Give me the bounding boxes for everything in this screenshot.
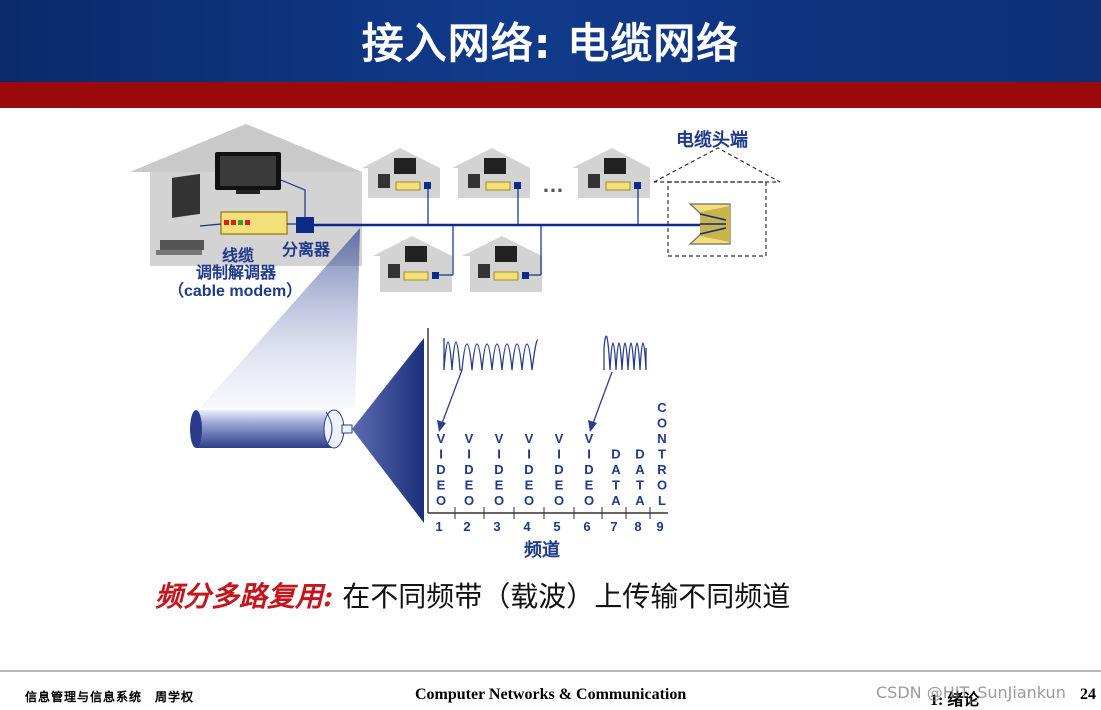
neighbor-house-2 [452,148,530,225]
watermark: CSDN @HIT_SunJiankun [876,683,1066,702]
spectrum-beam [352,338,424,523]
wave-low-freq [443,338,462,371]
channel-number: 2 [463,519,470,534]
coax-cable-icon [190,409,353,449]
neighbor-house-5 [462,225,542,292]
channel-number: 9 [656,519,663,534]
title-bar [0,0,1101,82]
zoom-beam [200,228,360,408]
pc-icon [156,173,204,255]
caption-text: 在不同频带（载波）上传输不同频道 [333,580,791,613]
cable-modem-icon [220,211,288,235]
axis-label: 频道 [524,539,560,560]
tv-icon [215,152,281,194]
caption-emphasis: 频分多路复用: [155,580,334,613]
axis-ticks [454,507,651,519]
channel-number: 7 [610,519,617,534]
channel-number: 5 [553,519,560,534]
channel-number: 1 [435,519,442,534]
neighbor-house-3 [572,148,650,225]
arrow-video-6 [591,371,613,427]
footer-course: 信息管理与信息系统 周学权 [25,690,195,704]
footer-title: Computer Networks & Communication [415,686,687,703]
headend-label: 电缆头端 [676,129,748,150]
slide-title: 接入网络: 电缆网络 [361,19,740,68]
cable-network-diagram: … 电缆头端 分离器 线缆 调制解调器 [130,124,781,560]
modem-label-line3: （cable modem） [168,282,302,300]
modem-label-line1: 线缆 [222,246,254,265]
cable-headend [653,147,781,257]
neighbor-house-1 [362,148,440,225]
channel-number: 4 [523,519,531,534]
neighbor-house-4 [373,225,454,292]
wave-low-freq-train [461,339,539,371]
footer-chapter: 1: 绪论 [930,692,980,709]
channel-number: 8 [634,519,641,534]
slide-caption: 频分多路复用: 在不同频带（载波）上传输不同频道 [155,575,790,615]
wave-high-freq [603,335,647,371]
channel-number: 3 [493,519,500,534]
accent-bar [0,82,1101,108]
arrow-video-1 [440,369,463,427]
modem-label-line2: 调制解调器 [196,263,277,282]
splitter-label: 分离器 [282,240,331,259]
ellipsis: … [542,172,564,197]
channel-number: 6 [583,519,590,534]
footer-divider [0,670,1101,672]
page-number: 24 [1080,686,1096,703]
splitter-icon [296,217,314,233]
